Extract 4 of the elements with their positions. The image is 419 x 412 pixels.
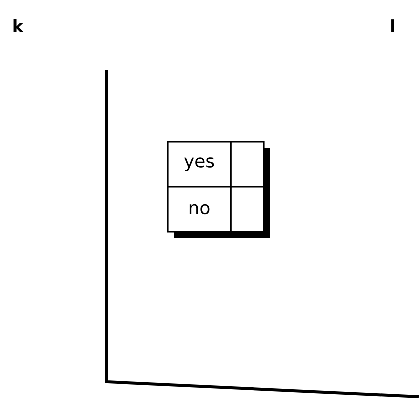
table-cell: no	[167, 186, 232, 233]
corner-label: l	[392, 20, 394, 32]
table-cell: yes	[167, 141, 232, 188]
corner-label: k	[14, 20, 24, 32]
